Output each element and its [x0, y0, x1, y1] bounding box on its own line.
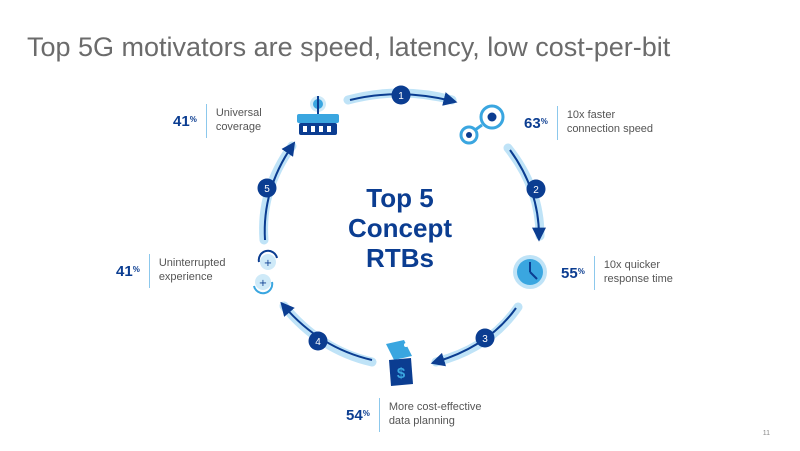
step-badge-1: 1 — [391, 85, 411, 105]
svg-text:2: 2 — [533, 185, 539, 196]
center-line-1: Top 5 — [366, 183, 434, 213]
stat-description: 10x faster connection speed — [566, 109, 654, 135]
stat-universal-coverage: 41% Universal coverage — [173, 104, 336, 138]
svg-text:1: 1 — [398, 91, 404, 102]
center-label: Top 5 Concept RTBs — [330, 183, 470, 273]
stat-divider — [205, 104, 207, 138]
stat-quicker-response: 55% 10x quicker response time — [561, 256, 724, 290]
step-badge-2: 2 — [526, 179, 546, 199]
center-line-3: RTBs — [366, 243, 434, 273]
stat-description: Uninterrupted experience — [158, 257, 226, 283]
stat-divider — [556, 106, 558, 140]
stat-cost-effective: 54% More cost-effective data planning — [346, 398, 509, 432]
cycle-arc-4 — [279, 301, 377, 367]
step-badge-5: 5 — [257, 178, 277, 198]
stat-percentage: 63% — [524, 115, 548, 132]
stat-divider — [148, 254, 150, 288]
infinity-signal-icon — [459, 104, 505, 145]
stat-uninterrupted: 41% Uninterrupted experience — [116, 254, 279, 288]
stat-description: 10x quicker response time — [603, 259, 673, 285]
stat-percentage: 54% — [346, 407, 370, 424]
clock-icon — [513, 255, 547, 289]
step-badge-4: 4 — [308, 331, 328, 351]
svg-text:+: + — [259, 278, 267, 289]
stat-faster-connection: 63% 10x faster connection speed — [524, 106, 687, 140]
svg-text:+: + — [264, 258, 272, 269]
svg-text:5: 5 — [264, 184, 270, 195]
stat-description: More cost-effective data planning — [388, 401, 482, 427]
sync-arrows-icon: + + — [253, 249, 278, 295]
step-badge-3: 3 — [475, 328, 495, 348]
center-line-2: Concept — [348, 213, 452, 243]
price-tag-icon: $ — [386, 340, 413, 386]
svg-text:3: 3 — [482, 334, 488, 345]
stat-divider — [378, 398, 380, 432]
stat-percentage: 41% — [116, 263, 140, 280]
page-number: 11 — [762, 430, 770, 437]
svg-text:4: 4 — [315, 337, 321, 348]
stat-percentage: 41% — [173, 113, 197, 130]
stat-description: Universal coverage — [215, 107, 262, 133]
svg-text:$: $ — [397, 365, 406, 382]
stat-percentage: 55% — [561, 265, 585, 282]
stadium-tower-icon — [297, 96, 339, 135]
slide-title: Top 5G motivators are speed, latency, lo… — [27, 32, 671, 62]
stat-divider — [593, 256, 595, 290]
